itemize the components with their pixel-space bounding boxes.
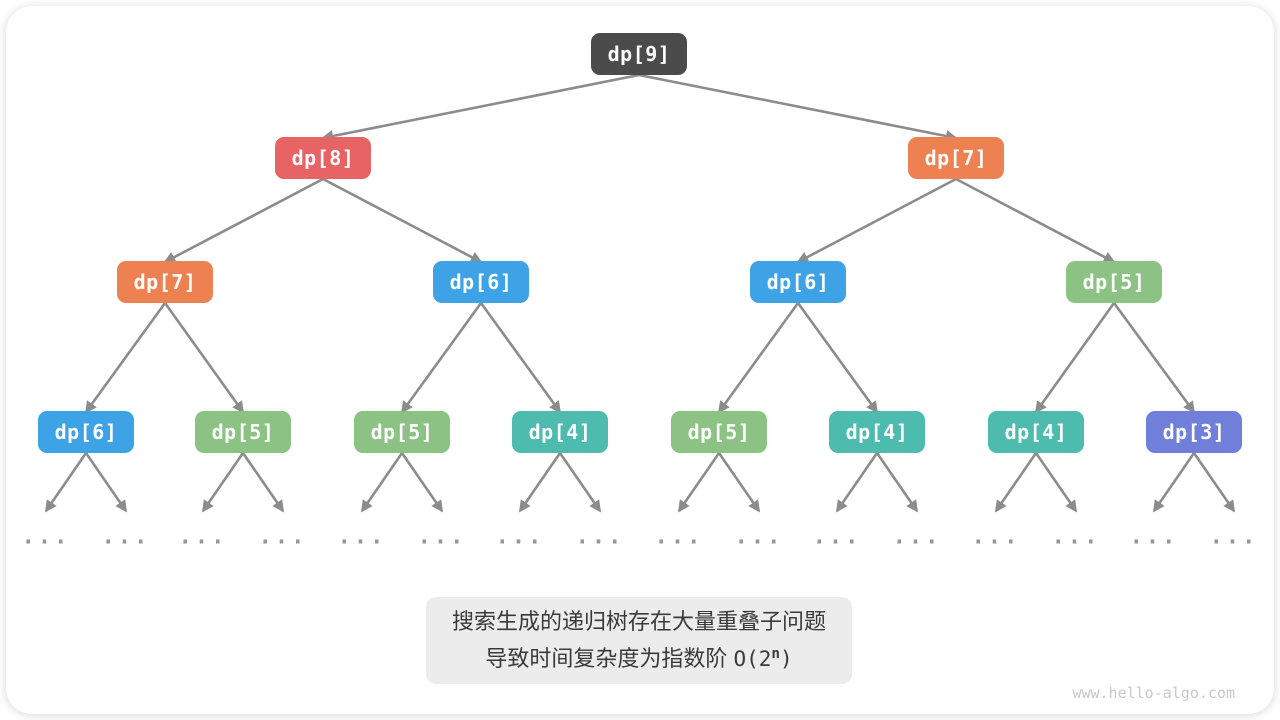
ellipsis: ... xyxy=(1209,524,1259,550)
ellipsis: ... xyxy=(178,524,228,550)
ellipsis: ... xyxy=(812,524,862,550)
watermark: www.hello-algo.com xyxy=(1072,684,1235,702)
ellipsis: ... xyxy=(495,524,545,550)
tree-node-dp8: dp[8] xyxy=(275,137,371,179)
ellipsis: ... xyxy=(1051,524,1101,550)
ellipsis: ... xyxy=(417,524,467,550)
ellipsis: ... xyxy=(258,524,308,550)
tree-node-dp5: dp[5] xyxy=(354,411,450,453)
tree-node-dp6: dp[6] xyxy=(38,411,134,453)
tree-node-dp5: dp[5] xyxy=(1066,261,1162,303)
ellipsis: ... xyxy=(575,524,625,550)
tree-node-dp7: dp[7] xyxy=(908,137,1004,179)
tree-node-dp5: dp[5] xyxy=(195,411,291,453)
ellipsis: ... xyxy=(971,524,1021,550)
tree-node-dp5: dp[5] xyxy=(671,411,767,453)
caption-box: 搜索生成的递归树存在大量重叠子问题 导致时间复杂度为指数阶 O(2n) xyxy=(425,597,853,684)
ellipsis: ... xyxy=(734,524,784,550)
caption-line-1: 搜索生成的递归树存在大量重叠子问题 xyxy=(451,609,827,634)
tree-node-dp3: dp[3] xyxy=(1146,411,1242,453)
ellipsis: ... xyxy=(337,524,387,550)
tree-node-dp6: dp[6] xyxy=(750,261,846,303)
tree-node-dp7: dp[7] xyxy=(117,261,213,303)
tree-node-dp9: dp[9] xyxy=(591,33,687,75)
ellipsis: ... xyxy=(21,524,71,550)
ellipsis: ... xyxy=(654,524,704,550)
tree-node-dp4: dp[4] xyxy=(988,411,1084,453)
caption-line-2: 导致时间复杂度为指数阶 O(2n) xyxy=(485,646,793,671)
ellipsis: ... xyxy=(1129,524,1179,550)
ellipsis: ... xyxy=(101,524,151,550)
tree-node-dp6: dp[6] xyxy=(433,261,529,303)
complexity-formula: O(2n) xyxy=(733,646,793,671)
tree-node-dp4: dp[4] xyxy=(829,411,925,453)
ellipsis: ... xyxy=(892,524,942,550)
tree-node-dp4: dp[4] xyxy=(512,411,608,453)
